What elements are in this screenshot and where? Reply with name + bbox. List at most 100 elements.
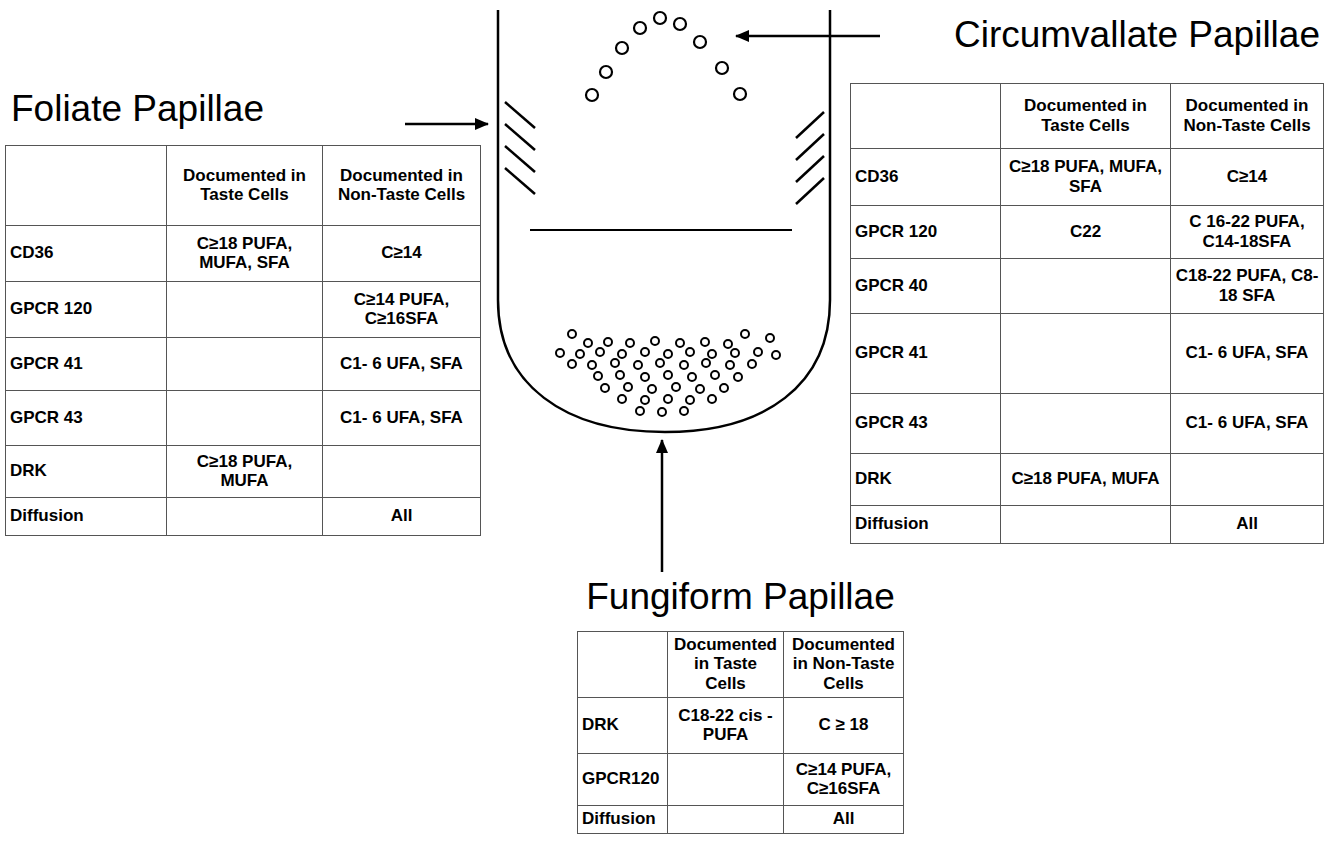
tongue-outline <box>498 10 830 432</box>
table-cell: C1- 6 UFA, SFA <box>323 338 481 391</box>
table-cell: C ≥ 18 <box>784 698 904 754</box>
table-cell <box>167 282 323 338</box>
table-cell <box>578 632 668 698</box>
cell-text: C1- 6 UFA, SFA <box>340 354 463 374</box>
table-cell <box>851 84 1001 149</box>
table-cell: All <box>784 806 904 834</box>
table-cell: GPCR120 <box>578 754 668 806</box>
table-cell: All <box>323 498 481 536</box>
circumvallate-papillae <box>586 12 746 101</box>
cell-text: GPCR 120 <box>10 299 92 319</box>
cell-text: C1- 6 UFA, SFA <box>340 408 463 428</box>
table-cell <box>167 338 323 391</box>
cell-text: C≥14 <box>381 243 422 263</box>
cell-text: DRK <box>582 715 619 735</box>
table-cell: C18-22 cis - PUFA <box>668 698 784 754</box>
papilla-table: Fungiform PapillaeDocumented in Taste Ce… <box>577 576 904 834</box>
cell-text: C≥18 PUFA, MUFA <box>171 452 318 491</box>
table-cell: C≥14 PUFA, C≥16SFA <box>784 754 904 806</box>
data-table: Documented in Taste CellsDocumented in N… <box>850 83 1324 544</box>
table-cell: C≥14 <box>1171 149 1324 206</box>
table-cell: DRK <box>6 446 167 498</box>
table-cell: C≥18 PUFA, MUFA, SFA <box>1001 149 1171 206</box>
table-cell <box>323 446 481 498</box>
table-cell: DRK <box>578 698 668 754</box>
table-cell: Documented in Taste Cells <box>668 632 784 698</box>
cell-text: CD36 <box>855 167 898 187</box>
table-cell <box>167 498 323 536</box>
table-cell: C≥14 <box>323 226 481 282</box>
cell-text: C18-22 cis - PUFA <box>672 706 779 745</box>
table-cell: GPCR 43 <box>6 391 167 446</box>
table-cell: CD36 <box>851 149 1001 206</box>
sulcus-line <box>530 229 792 231</box>
table-cell: Documented in Taste Cells <box>1001 84 1171 149</box>
cell-text: Documented in Taste Cells <box>672 635 779 694</box>
table-cell: C 16-22 PUFA, C14-18SFA <box>1171 206 1324 259</box>
table-cell: GPCR 120 <box>851 206 1001 259</box>
table-cell: Documented in Non-Taste Cells <box>323 146 481 226</box>
cell-text: C 16-22 PUFA, C14-18SFA <box>1175 212 1319 251</box>
cell-text: C18-22 PUFA, C8-18 SFA <box>1175 266 1319 305</box>
table-cell: GPCR 43 <box>851 394 1001 454</box>
table-cell <box>1001 314 1171 394</box>
cell-text: CD36 <box>10 243 53 263</box>
cell-text: Diffusion <box>10 506 84 526</box>
table-cell: Diffusion <box>578 806 668 834</box>
data-table: Documented in Taste CellsDocumented in N… <box>5 145 481 536</box>
cell-text: Documented in Non-Taste Cells <box>327 166 476 205</box>
foliate-hatch-right <box>796 112 824 204</box>
cell-text: DRK <box>855 469 892 489</box>
table-cell: All <box>1171 506 1324 544</box>
fungiform-pointer-arrow <box>661 440 664 572</box>
cell-text: DRK <box>10 461 47 481</box>
papilla-heading: Foliate Papillae <box>5 88 481 131</box>
table-cell: Diffusion <box>851 506 1001 544</box>
cell-text: C22 <box>1070 222 1101 242</box>
cell-text: GPCR120 <box>582 769 659 789</box>
table-cell: C≥18 PUFA, MUFA <box>1001 454 1171 506</box>
papilla-table: Circumvallate PapillaeDocumented in Tast… <box>850 14 1324 544</box>
table-cell: DRK <box>851 454 1001 506</box>
table-cell: C22 <box>1001 206 1171 259</box>
circumvallate-pointer-arrow <box>736 35 880 38</box>
table-cell <box>167 391 323 446</box>
foliate-hatch-left <box>505 102 535 194</box>
data-table: Documented in Taste CellsDocumented in N… <box>577 631 904 834</box>
table-cell: GPCR 120 <box>6 282 167 338</box>
table-cell <box>1001 394 1171 454</box>
cell-text: C≥14 PUFA, C≥16SFA <box>327 290 476 329</box>
cell-text: C1- 6 UFA, SFA <box>1186 343 1309 363</box>
cell-text: All <box>1236 514 1258 534</box>
table-cell <box>1001 506 1171 544</box>
table-cell <box>668 754 784 806</box>
table-cell <box>6 146 167 226</box>
fungiform-papillae <box>556 330 780 416</box>
cell-text: C≥14 PUFA, C≥16SFA <box>788 760 899 799</box>
table-cell: Documented in Taste Cells <box>167 146 323 226</box>
cell-text: C1- 6 UFA, SFA <box>1186 413 1309 433</box>
table-cell <box>668 806 784 834</box>
cell-text: GPCR 41 <box>855 343 928 363</box>
table-cell <box>1001 259 1171 314</box>
table-cell: C≥18 PUFA, MUFA <box>167 446 323 498</box>
table-cell: GPCR 41 <box>6 338 167 391</box>
cell-text: GPCR 40 <box>855 276 928 296</box>
table-cell: C18-22 PUFA, C8-18 SFA <box>1171 259 1324 314</box>
cell-text: C ≥ 18 <box>819 715 869 735</box>
cell-text: GPCR 43 <box>855 413 928 433</box>
foliate-pointer-arrow <box>405 123 488 126</box>
cell-text: All <box>391 506 413 526</box>
table-cell: C1- 6 UFA, SFA <box>1171 394 1324 454</box>
cell-text: Diffusion <box>582 809 656 829</box>
table-cell: C≥14 PUFA, C≥16SFA <box>323 282 481 338</box>
papilla-table: Foliate PapillaeDocumented in Taste Cell… <box>5 88 481 536</box>
cell-text: GPCR 41 <box>10 354 83 374</box>
table-cell <box>1171 454 1324 506</box>
table-cell: GPCR 41 <box>851 314 1001 394</box>
cell-text: Documented in Non-Taste Cells <box>788 635 899 694</box>
cell-text: C≥18 PUFA, MUFA, SFA <box>171 234 318 273</box>
table-cell: Documented in Non-Taste Cells <box>784 632 904 698</box>
cell-text: C≥18 PUFA, MUFA <box>1011 469 1159 489</box>
